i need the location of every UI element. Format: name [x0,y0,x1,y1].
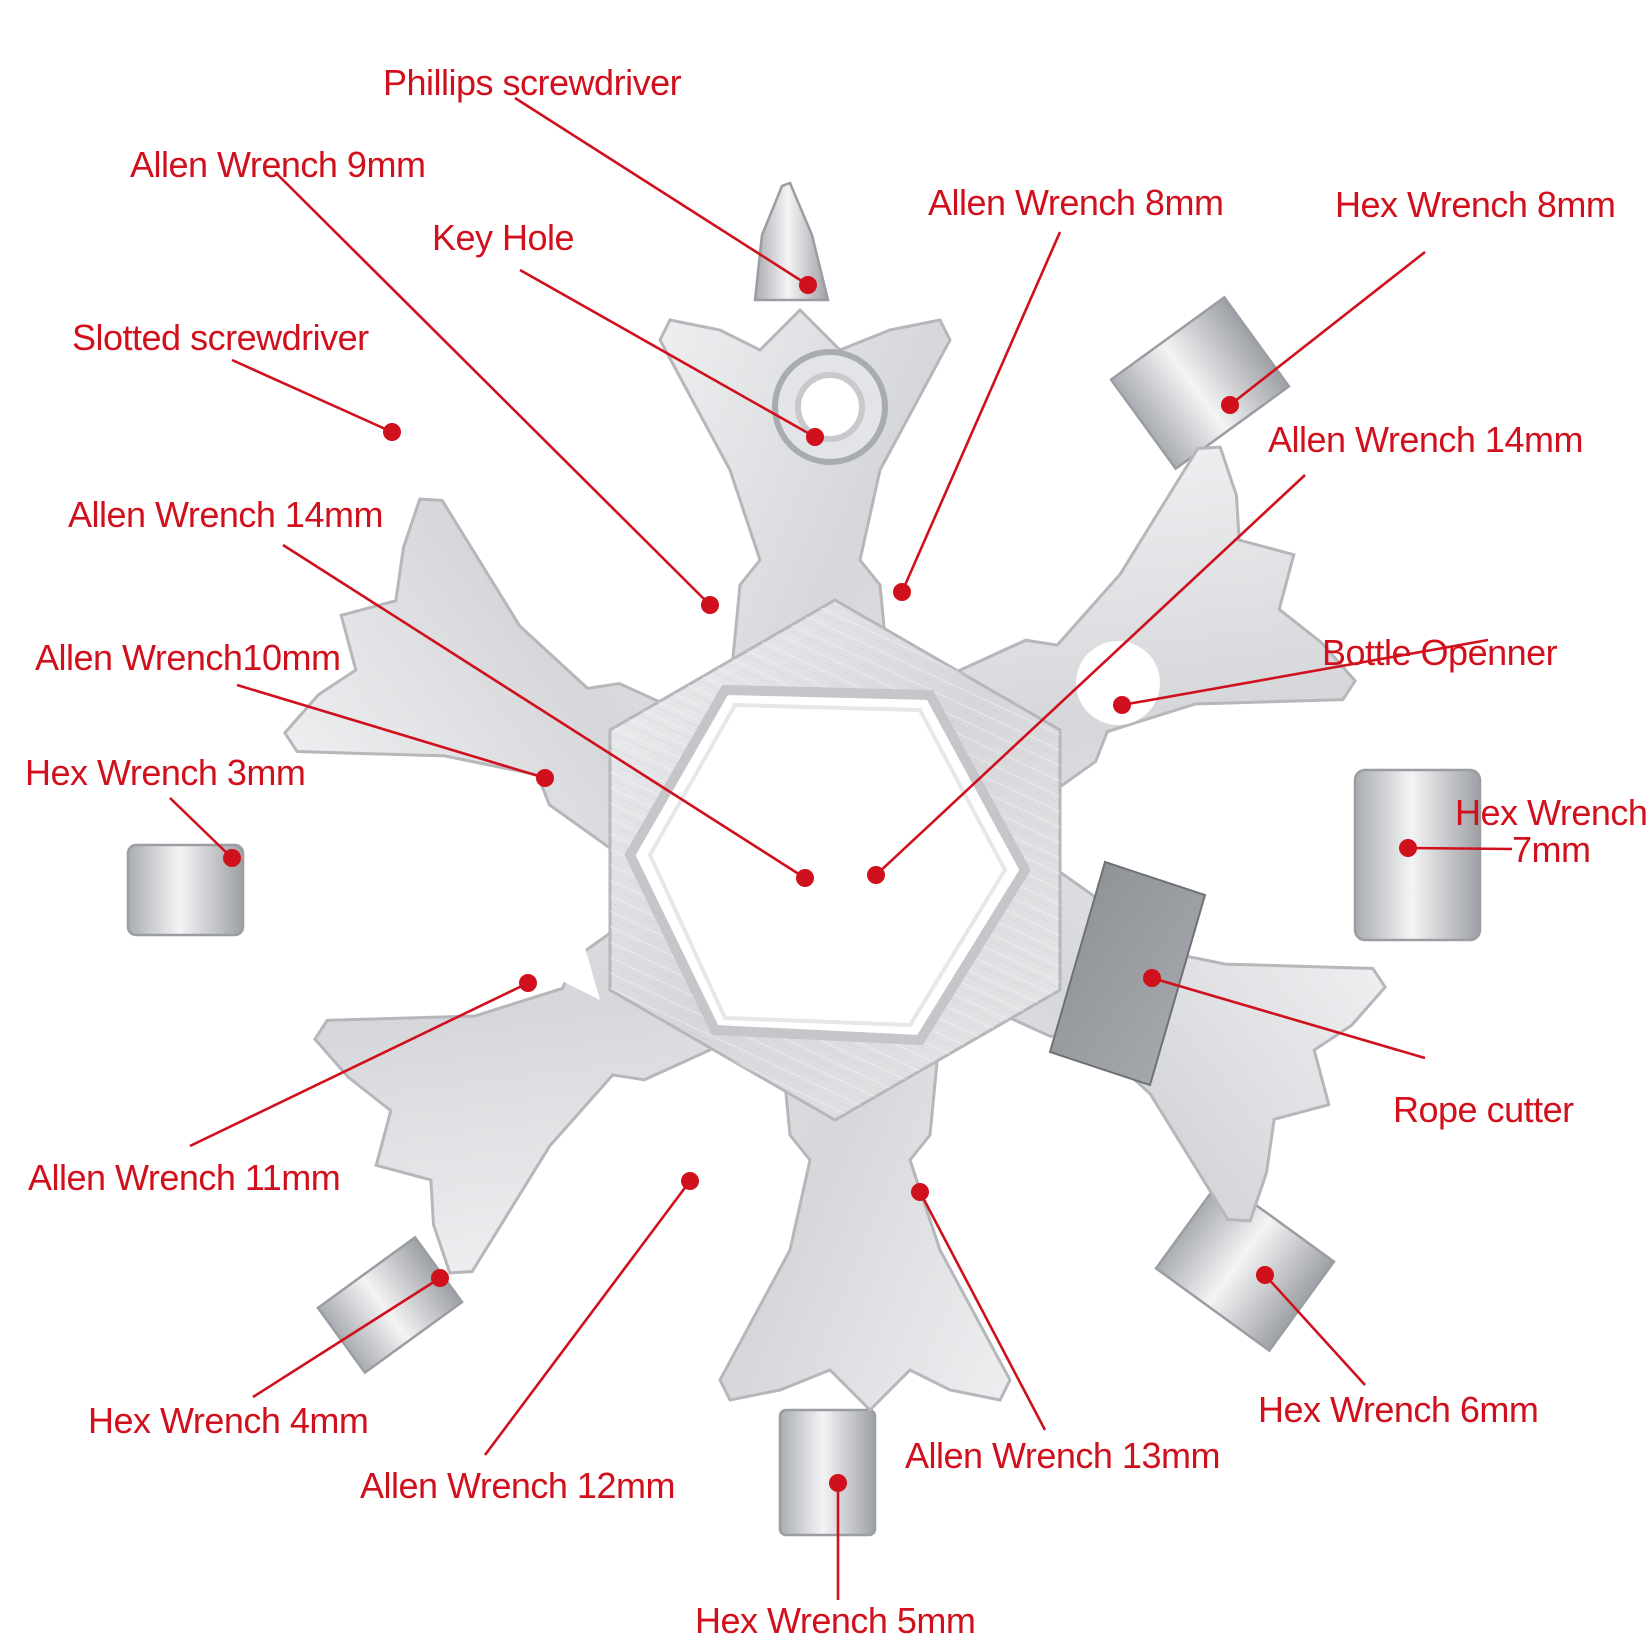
red-dot-marker-icon [867,866,885,884]
hex-bit-5mm [778,1408,877,1537]
red-dot-marker-icon [431,1269,449,1287]
red-dot-marker-icon [829,1474,847,1492]
red-dot-marker-icon [1399,839,1417,857]
label-allen-wrench-13mm: Allen Wrench 13mm [905,1435,1220,1476]
label-hex-wrench-7mm-line2: 7mm [1512,829,1591,870]
label-allen-wrench-9mm: Allen Wrench 9mm [130,144,425,185]
callout-labels: Phillips screwdriver Allen Wrench 9mm Ke… [25,62,1648,1641]
red-dot-marker-icon [893,583,911,601]
label-hex-wrench-7mm-line1: Hex Wrench [1455,792,1647,833]
rope-cutter-blade [1048,860,1207,1087]
label-phillips-screwdriver: Phillips screwdriver [383,62,682,103]
label-allen-wrench-10mm: Allen Wrench10mm [35,637,340,678]
label-hex-wrench-4mm: Hex Wrench 4mm [88,1400,368,1441]
red-dot-marker-icon [799,276,817,294]
red-dot-marker-icon [223,849,241,867]
red-dot-marker-icon [536,769,554,787]
red-dot-marker-icon [383,423,401,441]
label-rope-cutter: Rope cutter [1393,1089,1574,1130]
hex-bit-8mm [1109,295,1291,471]
red-dot-marker-icon [806,428,824,446]
label-key-hole: Key Hole [432,217,574,258]
red-dot-marker-icon [519,974,537,992]
hex-bit-6mm [1154,1177,1336,1353]
bottle-opener-notch [1076,641,1160,725]
red-dot-marker-icon [911,1183,929,1201]
red-dot-marker-icon [796,869,814,887]
label-slotted-screwdriver: Slotted screwdriver [72,317,369,358]
red-dot-marker-icon [1256,1266,1274,1284]
phillips-bit [753,181,830,302]
label-allen-wrench-14mm-right: Allen Wrench 14mm [1268,419,1583,460]
red-dot-marker-icon [681,1172,699,1190]
label-allen-wrench-8mm: Allen Wrench 8mm [928,182,1223,223]
label-allen-wrench-12mm: Allen Wrench 12mm [360,1465,675,1506]
label-hex-wrench-3mm: Hex Wrench 3mm [25,752,305,793]
arm-gaps [545,560,1010,1180]
label-allen-wrench-14mm-left: Allen Wrench 14mm [68,494,383,535]
label-hex-wrench-5mm: Hex Wrench 5mm [695,1600,975,1641]
hex-bit-4mm [316,1235,464,1375]
red-dot-marker-icon [1221,396,1239,414]
label-bottle-opener: Bottle Openner [1322,632,1558,673]
center-hex-opening [624,684,1031,1046]
red-dot-marker-icon [701,596,719,614]
snowflake-multitool-icon [126,181,1482,1537]
red-dot-marker-icon [1113,696,1131,714]
hex-bit-7mm [1353,768,1482,942]
label-allen-wrench-11mm: Allen Wrench 11mm [28,1157,340,1198]
red-dot-marker-icon [1143,969,1161,987]
leader-lines [169,96,1513,1600]
label-hex-wrench-6mm: Hex Wrench 6mm [1258,1389,1538,1430]
hex-bit-3mm [126,843,245,937]
key-hole-icon [795,372,865,442]
label-hex-wrench-8mm: Hex Wrench 8mm [1335,184,1615,225]
callout-dots [223,276,1417,1492]
